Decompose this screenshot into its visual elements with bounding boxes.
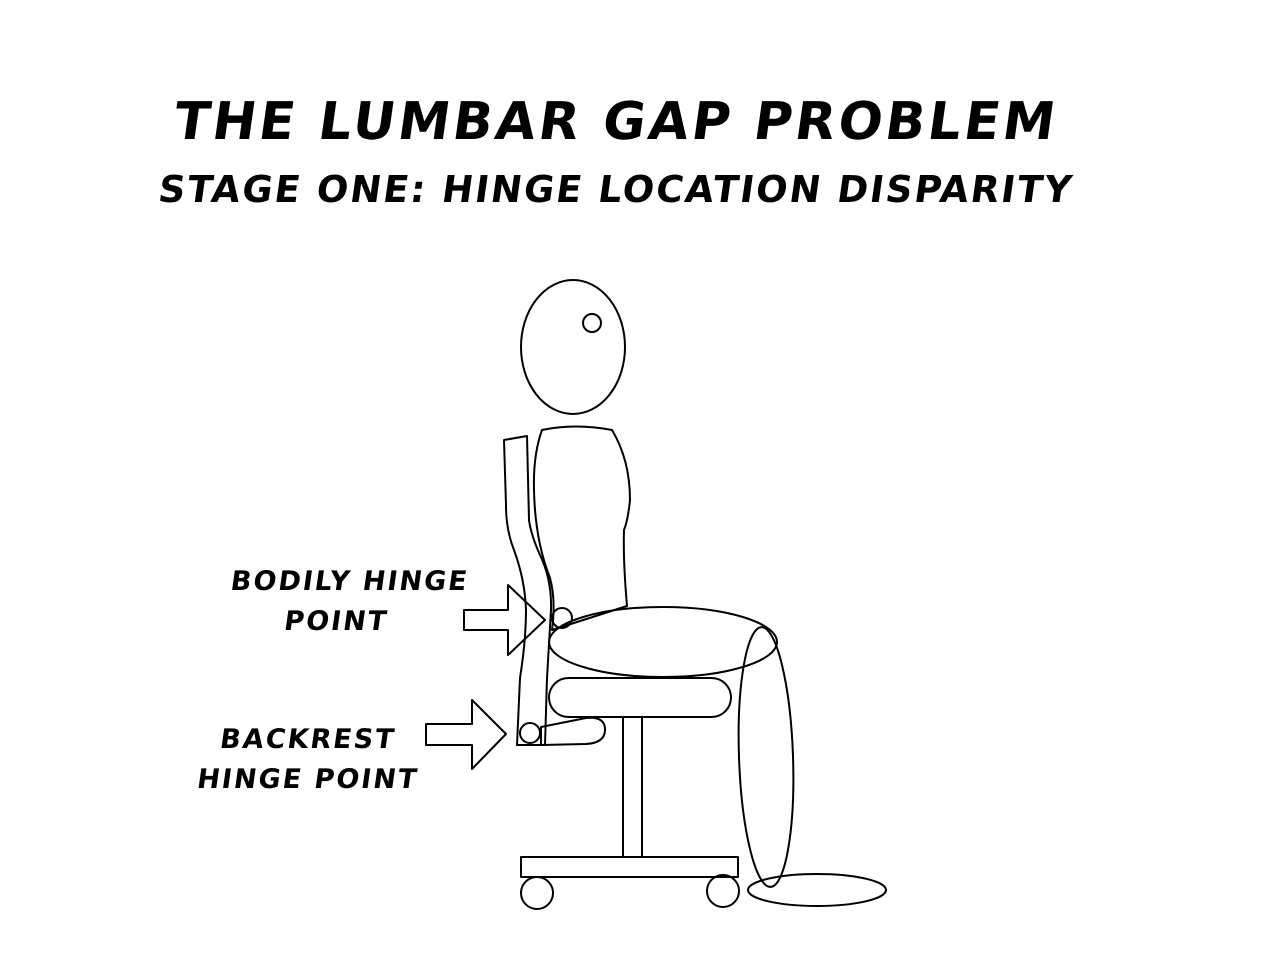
bodily-hinge-point xyxy=(551,607,573,629)
chair-base xyxy=(520,856,739,878)
chair-post xyxy=(622,716,643,858)
backrest-bracket xyxy=(540,716,607,746)
head xyxy=(520,279,626,415)
arrow-right-icon xyxy=(463,584,546,656)
chair-backrest xyxy=(503,435,553,746)
chair-seat xyxy=(548,677,732,718)
arrow-right-icon xyxy=(425,699,507,770)
foot xyxy=(747,873,887,907)
lower-leg xyxy=(737,626,795,888)
chair-wheel-left xyxy=(520,876,554,910)
chair-wheel-right xyxy=(706,874,740,908)
backrest-hinge-point xyxy=(519,722,541,744)
eye xyxy=(582,313,602,333)
torso xyxy=(532,425,631,631)
